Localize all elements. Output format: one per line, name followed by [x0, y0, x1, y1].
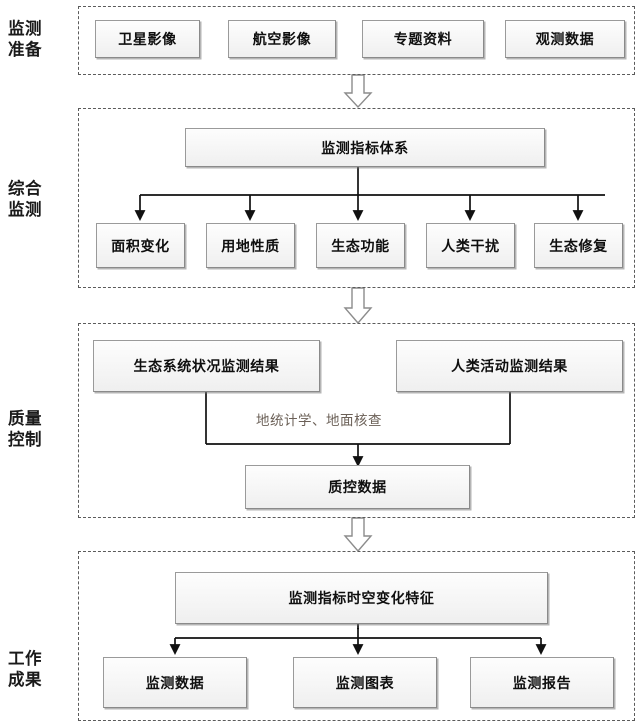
node-aerial-imagery[interactable]: 航空影像 — [228, 20, 336, 58]
node-label: 监测报告 — [512, 675, 572, 692]
node-ecological-function[interactable]: 生态功能 — [316, 223, 405, 268]
node-area-change[interactable]: 面积变化 — [96, 223, 185, 268]
stage-label-preparation: 监测 准备 — [8, 19, 42, 59]
node-label: 卫星影像 — [118, 32, 177, 48]
node-monitoring-report[interactable]: 监测报告 — [470, 657, 614, 708]
stage-work-results-container — [78, 551, 635, 721]
node-label: 人类干扰 — [441, 238, 500, 255]
node-label: 专题资料 — [393, 32, 453, 48]
node-label: 监测图表 — [335, 675, 395, 692]
node-label: 航空影像 — [252, 32, 312, 48]
node-thematic-data[interactable]: 专题资料 — [362, 20, 484, 58]
node-ecosystem-status-result[interactable]: 生态系统状况监测结果 — [93, 340, 320, 392]
stage-preparation-container — [78, 6, 635, 75]
node-human-activity-result[interactable]: 人类活动监测结果 — [396, 340, 623, 392]
node-human-disturbance[interactable]: 人类干扰 — [426, 223, 515, 268]
edge-label-geostatistics: 地统计学、地面核查 — [256, 413, 382, 429]
block-arrow-quality-to-results — [343, 517, 373, 553]
node-monitoring-data[interactable]: 监测数据 — [103, 657, 247, 708]
node-label: 生态修复 — [549, 238, 608, 255]
node-observation-data[interactable]: 观测数据 — [505, 20, 625, 58]
node-indicator-system[interactable]: 监测指标体系 — [185, 128, 545, 167]
node-label: 质控数据 — [328, 480, 387, 496]
node-label: 生态系统状况监测结果 — [133, 359, 280, 375]
node-monitoring-charts[interactable]: 监测图表 — [293, 657, 437, 708]
node-label: 用地性质 — [221, 238, 280, 255]
node-satellite-imagery[interactable]: 卫星影像 — [95, 20, 200, 58]
node-land-use-nature[interactable]: 用地性质 — [206, 223, 295, 268]
node-ecological-restoration[interactable]: 生态修复 — [534, 223, 623, 268]
node-spatiotemporal-features[interactable]: 监测指标时空变化特征 — [175, 572, 548, 624]
node-label: 生态功能 — [331, 238, 390, 255]
block-arrow-monitor-to-quality — [343, 287, 373, 325]
node-quality-controlled-data[interactable]: 质控数据 — [245, 465, 470, 509]
node-label: 人类活动监测结果 — [451, 359, 568, 375]
node-label: 监测指标时空变化特征 — [288, 591, 435, 607]
stage-label-quality-control: 质量 控制 — [8, 409, 42, 449]
node-label: 观测数据 — [535, 32, 595, 48]
stage-comprehensive-monitoring-container — [78, 108, 635, 288]
node-label: 面积变化 — [111, 238, 170, 255]
stage-quality-control-container — [78, 323, 635, 518]
node-label: 监测数据 — [145, 675, 205, 692]
stage-label-work-results: 工作 成果 — [8, 649, 42, 689]
block-arrow-prep-to-monitor — [343, 74, 373, 109]
stage-label-comprehensive-monitoring: 综合 监测 — [8, 179, 42, 219]
node-label: 监测指标体系 — [321, 140, 409, 157]
